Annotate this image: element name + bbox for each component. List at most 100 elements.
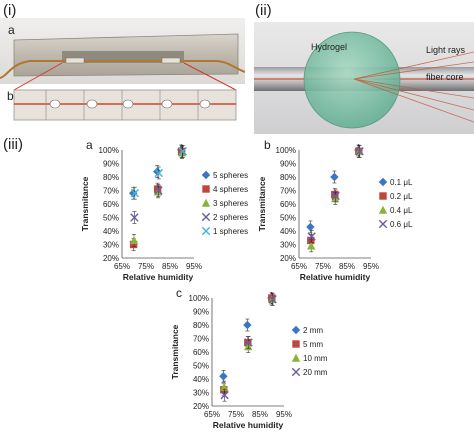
- x-tick-label: 65%: [114, 262, 130, 271]
- y-tick-label: 60%: [280, 200, 296, 209]
- hydrogel-label: Hydrogel: [311, 42, 348, 52]
- y-tick-label: 90%: [193, 308, 209, 317]
- legend-marker-0-1-l: [378, 177, 388, 187]
- photo-a-label: a: [8, 23, 15, 37]
- x-tick-label: 95%: [363, 262, 379, 271]
- x-axis-title: Relative humidity: [300, 272, 371, 282]
- x-tick-label: 95%: [276, 410, 292, 419]
- y-tick-label: 20%: [280, 254, 296, 263]
- y-tick-label: 90%: [103, 160, 119, 169]
- data-point-1-spheres: [178, 147, 187, 156]
- legend-label: 5 mm: [303, 340, 323, 349]
- legend-label: 0.6 μL: [390, 220, 413, 229]
- y-tick-label: 30%: [280, 241, 296, 250]
- y-tick-label: 40%: [193, 375, 209, 384]
- legend-label: 4 spheres: [213, 185, 248, 194]
- y-tick-label: 40%: [103, 227, 119, 236]
- x-axis-title: Relative humidity: [123, 272, 194, 282]
- data-point-0-6-l: [331, 191, 340, 201]
- legend-label: 1 spheres: [213, 227, 248, 236]
- data-point-0-2-l: [307, 236, 315, 245]
- data-point-20-mm: [244, 338, 253, 347]
- light-rays-label: Light rays: [426, 45, 466, 55]
- legend-label: 5 spheres: [213, 171, 248, 180]
- y-tick-label: 70%: [103, 187, 119, 196]
- y-tick-label: 70%: [193, 335, 209, 344]
- x-tick-label: 85%: [162, 262, 178, 271]
- y-tick-label: 100%: [276, 146, 296, 155]
- x-tick-label: 85%: [339, 262, 355, 271]
- legend-label: 10 mm: [303, 354, 328, 363]
- legend-label: 20 mm: [303, 368, 328, 377]
- legend-marker-10-mm: [291, 353, 301, 362]
- panel-ii-label: (ii): [255, 2, 272, 19]
- chart-c-label: c: [176, 286, 182, 300]
- y-tick-label: 70%: [280, 187, 296, 196]
- data-point-2-spheres: [154, 186, 163, 195]
- legend-marker-5-spheres: [201, 170, 211, 180]
- data-point-10-mm: [220, 382, 229, 391]
- legend-label: 0.4 μL: [390, 206, 413, 215]
- data-point-20-mm: [268, 295, 277, 304]
- y-tick-label: 80%: [280, 173, 296, 182]
- legend-marker-0-2-l: [379, 192, 387, 200]
- legend-label: 2 mm: [303, 326, 323, 335]
- legend-marker-0-6-l: [378, 219, 388, 229]
- data-point-0-6-l: [307, 232, 316, 241]
- x-tick-label: 65%: [291, 262, 307, 271]
- fiber-core-label: fiber core: [426, 72, 464, 82]
- y-tick-label: 30%: [193, 389, 209, 398]
- series-0-6-l: [307, 145, 364, 243]
- data-point-0-6-l: [355, 147, 364, 156]
- data-point-0-4-l: [331, 194, 340, 203]
- y-tick-label: 60%: [193, 348, 209, 357]
- x-tick-label: 95%: [186, 262, 202, 271]
- chart-b-label: b: [264, 138, 271, 152]
- panel-iii-label: (iii): [3, 136, 23, 153]
- y-tick-label: 20%: [193, 402, 209, 411]
- y-tick-label: 100%: [189, 294, 209, 303]
- x-tick-label: 85%: [252, 410, 268, 419]
- chart-a-label: a: [86, 138, 93, 152]
- data-point-2-mm: [219, 372, 228, 381]
- series-20-mm: [220, 293, 277, 402]
- x-tick-label: 65%: [204, 410, 220, 419]
- photo-b-label: b: [7, 89, 14, 103]
- legend-marker-0-4-l: [378, 205, 388, 214]
- y-tick-label: 100%: [99, 146, 119, 155]
- data-point-0-4-l: [307, 241, 316, 250]
- data-point-1-spheres: [154, 168, 163, 178]
- data-point-3-spheres: [129, 236, 139, 245]
- data-point-1-spheres: [130, 189, 139, 198]
- chart-b: 20%30%40%50%60%70%80%90%100%65%75%85%95%…: [257, 144, 413, 282]
- y-tick-label: 50%: [193, 362, 209, 371]
- data-point-2-mm: [243, 320, 252, 330]
- y-tick-label: 60%: [103, 200, 119, 209]
- legend-marker-3-spheres: [201, 198, 211, 207]
- y-tick-label: 20%: [103, 254, 119, 263]
- y-tick-label: 40%: [280, 227, 296, 236]
- x-tick-label: 75%: [138, 262, 154, 271]
- data-point-4-spheres: [129, 240, 138, 249]
- series-0-4-l: [307, 145, 364, 253]
- device-photo: [0, 18, 245, 121]
- y-tick-label: 30%: [103, 241, 119, 250]
- x-axis-title: Relative humidity: [213, 420, 284, 430]
- data-point-5-spheres: [129, 189, 138, 198]
- legend-label: 0.1 μL: [390, 178, 413, 187]
- y-tick-label: 80%: [103, 173, 119, 182]
- legend-marker-20-mm: [291, 367, 301, 377]
- legend-marker-1-spheres: [201, 226, 211, 236]
- legend-marker-4-spheres: [202, 185, 210, 193]
- y-axis-title: Transmitance: [80, 176, 90, 231]
- y-axis-title: Transmitance: [170, 324, 180, 379]
- series-2-mm: [219, 292, 276, 383]
- legend-marker-2-mm: [291, 325, 301, 335]
- y-tick-label: 50%: [280, 214, 296, 223]
- panel-i-label: (i): [3, 2, 17, 19]
- data-point-20-mm: [220, 391, 229, 400]
- data-point-2-spheres: [130, 213, 139, 222]
- y-axis-title: Transmitance: [257, 176, 267, 231]
- legend-marker-2-spheres: [201, 212, 211, 222]
- legend-label: 3 spheres: [213, 199, 248, 208]
